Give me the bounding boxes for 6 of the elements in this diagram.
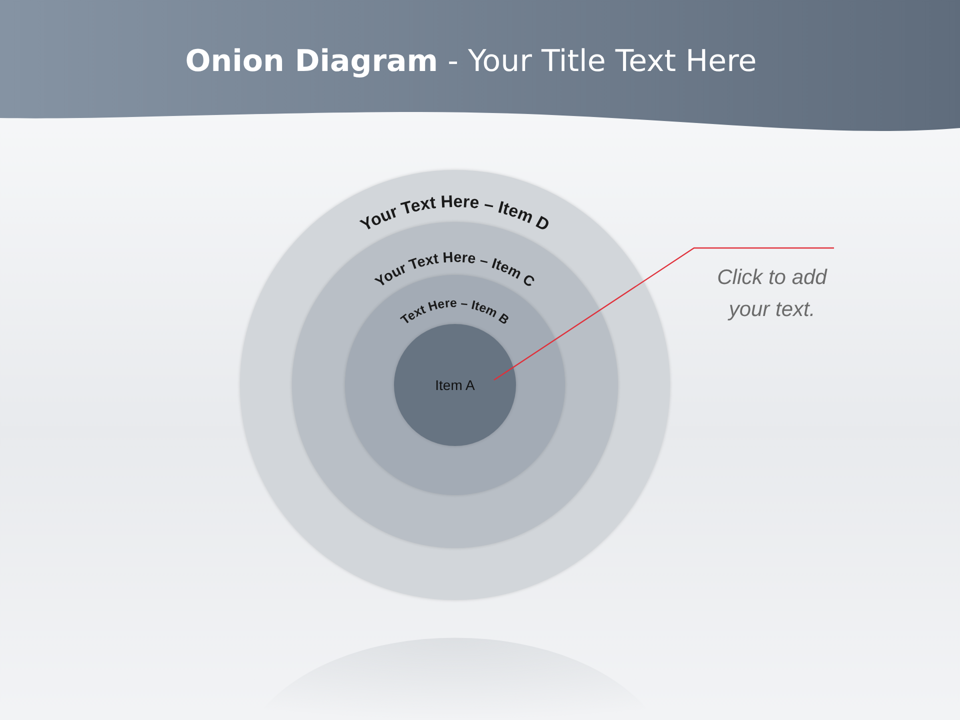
ring-label: Your Text Here – Item D xyxy=(357,192,553,236)
slide-title: Onion Diagram - Your Title Text Here xyxy=(184,44,758,79)
ring-label: Text Here – Item B xyxy=(398,296,512,328)
center-label: Item A xyxy=(435,377,475,393)
leader-line xyxy=(494,247,834,380)
callout-text: Click to add your text. xyxy=(694,262,850,326)
